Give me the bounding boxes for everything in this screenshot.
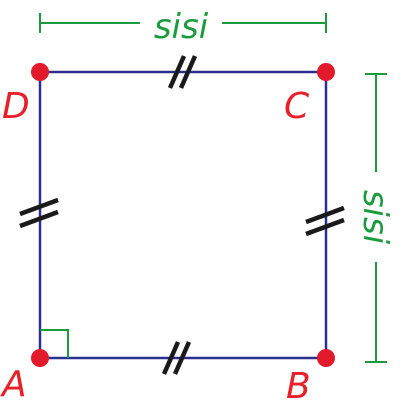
tick-bottom — [161, 341, 192, 375]
vertex-label-b: B — [286, 366, 311, 403]
vertex-dot-d — [31, 63, 49, 81]
vertex-dot-c — [317, 63, 335, 81]
right-dimension-label: sisi — [355, 190, 395, 245]
tick-right — [305, 205, 345, 237]
vertex-label-d: D — [2, 86, 30, 127]
vertex-label-c: C — [284, 86, 310, 127]
vertex-label-a: A — [0, 364, 27, 403]
tick-top — [167, 55, 198, 89]
vertex-dot-a — [31, 349, 49, 367]
right-angle-marker — [40, 329, 69, 358]
right-dimension — [365, 73, 387, 363]
top-dimension — [39, 13, 327, 33]
tick-left — [19, 197, 59, 229]
vertex-dot-b — [317, 349, 335, 367]
top-dimension-label: sisi — [154, 7, 209, 47]
